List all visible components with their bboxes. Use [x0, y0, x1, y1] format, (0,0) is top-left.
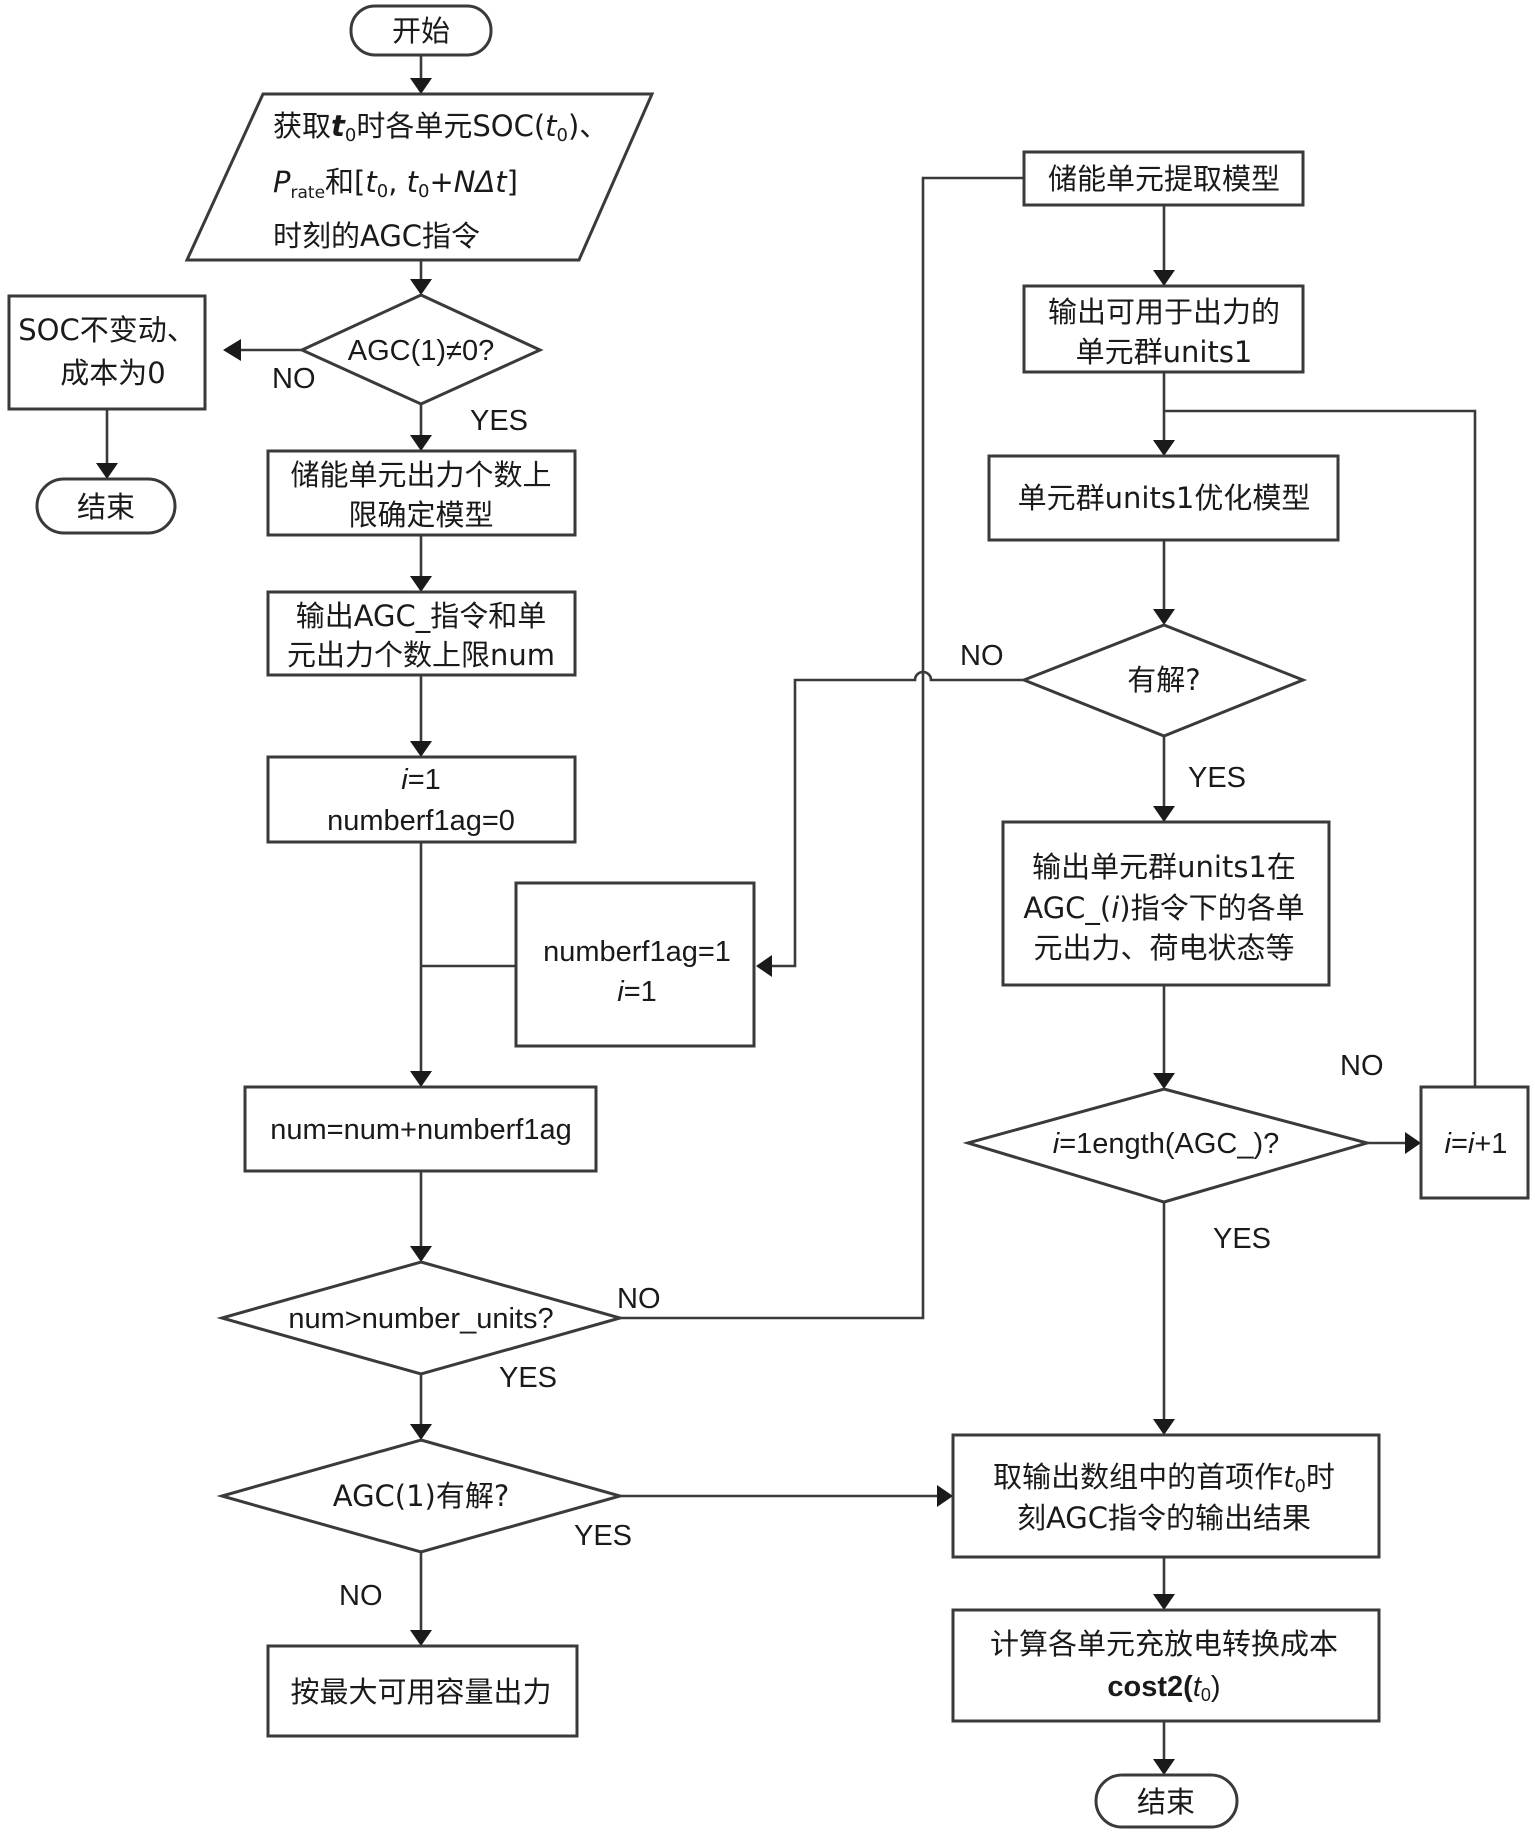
arrow-down-icon — [410, 435, 432, 451]
arrow-down-icon — [1153, 270, 1175, 286]
arrow-down-icon — [96, 463, 118, 479]
arrow-down-icon — [410, 1630, 432, 1646]
arrow-down-icon — [410, 1424, 432, 1440]
node-compute-cost: 计算各单元充放电转换成本 cost2(t0) — [951, 1608, 1381, 1723]
node-output-unit-state: 输出单元群units1在 AGC_(i)指令下的各单 元出力、荷电状态等 — [1001, 820, 1331, 987]
connectors — [105, 55, 1477, 1761]
node-output-units1: 输出可用于出力的 单元群units1 — [1022, 284, 1305, 374]
input-line-3: 时刻的AGC指令 — [273, 219, 480, 253]
arrow-down-icon — [410, 741, 432, 757]
decision-length-label: i=1ength(AGC_)? — [1053, 1128, 1280, 1160]
edge-label-no: NO — [960, 640, 1004, 672]
node-end-left: 结束 — [35, 477, 177, 535]
edge-label-yes: YES — [1188, 762, 1246, 794]
node-upper-limit-model: 储能单元出力个数上 限确定模型 — [266, 449, 577, 537]
node-extract-model: 储能单元提取模型 — [1022, 150, 1305, 207]
extract-model-label: 储能单元提取模型 — [1048, 162, 1280, 196]
input-line-2: Prate和[t0, t0+NΔt] — [273, 165, 518, 203]
arrowheads — [96, 78, 1421, 1775]
edge-label-yes: YES — [1213, 1223, 1271, 1255]
arrow-down-icon — [410, 1246, 432, 1262]
arrow-down-icon — [410, 279, 432, 295]
arrow-down-icon — [1153, 1594, 1175, 1610]
decision-agc-solvable: AGC(1)有解? — [216, 1438, 626, 1554]
node-end-right: 结束 — [1094, 1773, 1239, 1829]
output-agc-line-2: 元出力个数上限num — [287, 638, 555, 672]
arrow-left-icon — [756, 955, 772, 977]
arrow-right-icon — [937, 1485, 953, 1507]
node-set-flag: numberf1ag=1 i=1 — [514, 881, 756, 1048]
node-start: 开始 — [349, 4, 493, 57]
node-input-data: 获取t0时各单元SOC(t0)、 Prate和[t0, t0+NΔt] 时刻的A… — [184, 92, 655, 262]
arrow-right-icon — [1405, 1132, 1421, 1154]
end-right-label: 结束 — [1137, 1785, 1195, 1819]
edge-label-yes: YES — [574, 1520, 632, 1552]
arrow-down-icon — [1153, 609, 1175, 625]
end-left-label: 结束 — [77, 490, 135, 524]
start-label: 开始 — [392, 14, 450, 48]
node-take-first: 取输出数组中的首项作t0时 刻AGC指令的输出结果 — [951, 1433, 1381, 1559]
compute-cost-line-2: cost2(t0) — [1107, 1671, 1220, 1705]
node-output-agc: 输出AGC_指令和单 元出力个数上限num — [266, 590, 577, 677]
edge-label-no: NO — [272, 363, 316, 395]
unit-state-line-1: 输出单元群units1在 — [1032, 850, 1296, 884]
set-flag-line-2: i=1 — [617, 976, 657, 1008]
decision-solvable: 有解? — [1019, 623, 1308, 738]
arrow-down-icon — [1153, 1419, 1175, 1435]
unit-state-line-2: AGC_(i)指令下的各单 — [1023, 891, 1304, 925]
soc-line-2: 成本为0 — [60, 356, 165, 390]
output-units1-line-2: 单元群units1 — [1076, 335, 1253, 369]
increment-label: i=i+1 — [1445, 1128, 1508, 1160]
compute-cost-line-1: 计算各单元充放电转换成本 — [990, 1627, 1338, 1661]
arrow-left-icon — [223, 339, 241, 361]
edge-label-yes: YES — [470, 405, 528, 437]
take-first-line-1: 取输出数组中的首项作t0时 — [993, 1460, 1335, 1497]
soc-line-1: SOC不变动、 — [18, 313, 195, 347]
decision-agc-nonzero: AGC(1)≠0? — [298, 293, 544, 406]
arrow-down-icon — [410, 78, 432, 94]
arrow-down-icon — [1153, 806, 1175, 822]
decision-solvable-label: 有解? — [1127, 663, 1200, 697]
node-max-capacity: 按最大可用容量出力 — [266, 1644, 579, 1738]
arrow-down-icon — [1153, 1759, 1175, 1775]
node-soc-unchanged: SOC不变动、 成本为0 — [7, 294, 207, 411]
take-first-line-2: 刻AGC指令的输出结果 — [1017, 1501, 1311, 1535]
input-line-1: 获取t0时各单元SOC(t0)、 — [273, 109, 608, 146]
node-increment: i=i+1 — [1419, 1085, 1530, 1200]
set-flag-line-1: numberf1ag=1 — [543, 936, 731, 968]
arrow-down-icon — [1153, 1073, 1175, 1089]
arrow-down-icon — [1153, 440, 1175, 456]
edge-loop-back — [1164, 409, 1477, 1087]
unit-state-line-3: 元出力、荷电状态等 — [1033, 931, 1294, 965]
optimize-model-label: 单元群units1优化模型 — [1018, 481, 1311, 515]
node-optimize-model: 单元群units1优化模型 — [987, 454, 1340, 542]
edge-solvable-no-flag — [768, 670, 1024, 968]
init-line-2: numberf1ag=0 — [327, 805, 515, 837]
decision-agc-nonzero-label: AGC(1)≠0? — [348, 335, 494, 367]
decision-num: num>number_units? — [216, 1260, 626, 1376]
arrow-down-icon — [410, 576, 432, 592]
output-units1-line-1: 输出可用于出力的 — [1048, 295, 1280, 329]
edge-label-no: NO — [339, 1580, 383, 1612]
decision-length: i=1ength(AGC_)? — [962, 1087, 1373, 1204]
upper-limit-line-1: 储能单元出力个数上 — [290, 458, 551, 492]
decision-num-label: num>number_units? — [288, 1303, 553, 1335]
upper-limit-line-2: 限确定模型 — [348, 498, 493, 532]
output-agc-line-1: 输出AGC_指令和单 — [296, 599, 547, 633]
init-line-1: i=1 — [401, 764, 441, 796]
arrow-down-icon — [410, 1071, 432, 1087]
edge-label-no: NO — [617, 1283, 661, 1315]
decision-agc-solvable-label: AGC(1)有解? — [333, 1479, 510, 1513]
node-num-update: num=num+numberf1ag — [243, 1085, 598, 1173]
edge-num-no-extract — [620, 176, 1024, 1320]
num-update-label: num=num+numberf1ag — [270, 1114, 571, 1146]
edge-label-yes: YES — [499, 1362, 557, 1394]
node-init: i=1 numberf1ag=0 — [266, 755, 577, 844]
max-capacity-label: 按最大可用容量出力 — [290, 1675, 551, 1709]
edge-label-no: NO — [1340, 1050, 1384, 1082]
